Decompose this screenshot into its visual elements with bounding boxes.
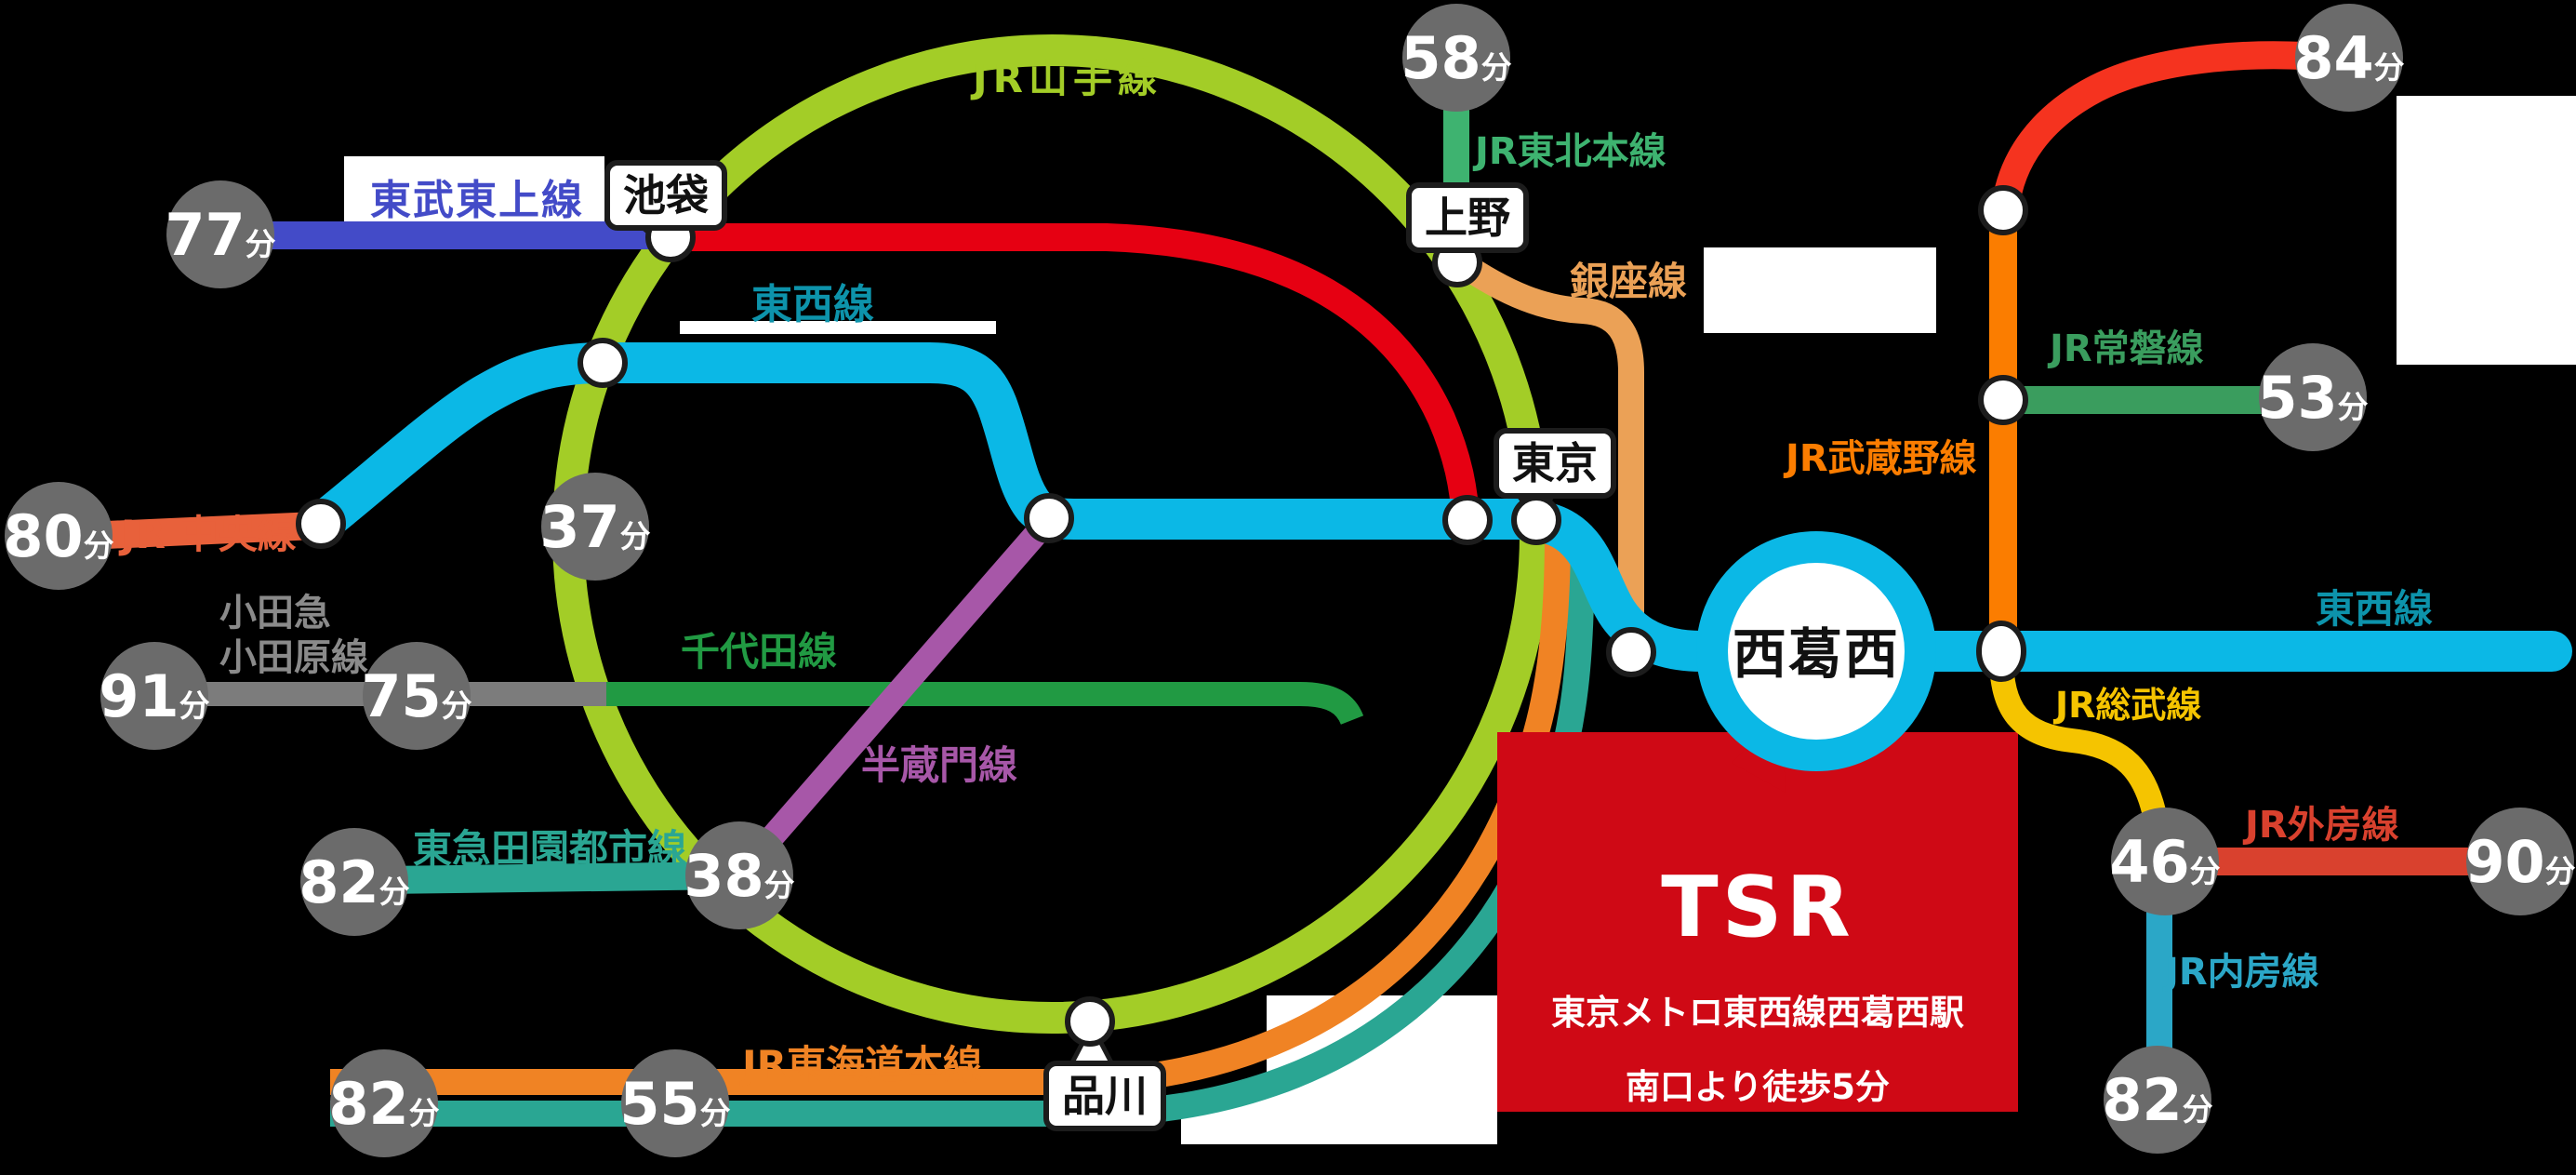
tsr-info-box: TSR 東京メトロ東西線西葛西駅 南口より徒歩5分 — [1497, 732, 2018, 1112]
line-label-jr-chuo: JR 中央線 — [121, 512, 297, 557]
badge-unit: 分 — [245, 226, 276, 262]
upper-right-red-line — [1991, 41, 2305, 212]
tsr-logo: TSR — [1661, 859, 1854, 956]
line-label-tozai-east: 東西線 — [2316, 586, 2434, 632]
line-label-chiyoda: 千代田線 — [681, 629, 838, 674]
tozai-line-main — [300, 342, 2572, 672]
line-label-jr-joban: JR常磐線 — [2050, 327, 2204, 370]
line-label-ginza: 銀座線 — [1570, 259, 1688, 304]
station-name-ikebukuro: 池袋 — [623, 170, 709, 220]
badge-minutes: 84 — [2293, 23, 2374, 92]
badge-minutes: 82 — [299, 848, 379, 916]
musashino-red-junction-dot — [1978, 185, 2028, 235]
line-label-jr-tokaido: JR東海道本線 — [742, 1042, 982, 1088]
badge-minutes: 80 — [3, 501, 84, 570]
line-label-odakyu-line2: 小田原線 — [219, 636, 368, 679]
line-label-hanzomon: 半蔵門線 — [861, 742, 1018, 788]
badge-unit: 分 — [699, 1095, 731, 1131]
station-bubble-ikebukuro: 池袋 — [604, 160, 727, 231]
station-name-shinagawa: 品川 — [1062, 1071, 1148, 1121]
badge-minutes: 77 — [165, 200, 246, 269]
chiyoda-line — [606, 682, 1364, 726]
hanzomon-line — [732, 511, 1058, 881]
badge-minutes: 82 — [2102, 1065, 2183, 1134]
badge-unit: 分 — [2544, 853, 2576, 889]
ginza-tozai-junction-dot — [1606, 627, 1656, 677]
joban-junction-dot — [1978, 375, 2028, 425]
line-label-jr-sobu: JR総武線 — [2055, 685, 2202, 726]
badge-minutes: 38 — [684, 841, 764, 910]
badge-minutes: 90 — [2464, 827, 2545, 896]
badge-unit: 分 — [2373, 49, 2405, 86]
line-label-tobu-tojo: 東武東上線 — [370, 177, 584, 224]
badge-unit: 分 — [2337, 389, 2369, 425]
badge-unit: 分 — [619, 518, 651, 554]
line-label-jr-tohoku: JR東北本線 — [1475, 130, 1666, 173]
station-bubble-ueno: 上野 — [1406, 182, 1529, 253]
badge-minutes: 82 — [328, 1069, 409, 1138]
line-label-jr-sotobo: JR外房線 — [2245, 804, 2399, 847]
tozai-junction-dot — [1442, 495, 1493, 545]
line-label-tozai-west: 東西線 — [751, 281, 874, 328]
badge-unit: 分 — [441, 688, 472, 724]
badge-unit: 分 — [1481, 49, 1512, 86]
station-name-nishikasai: 西葛西 — [1732, 622, 1901, 686]
jr-sobu-line — [1989, 656, 2175, 852]
nishikasai-station-ring — [1696, 531, 1936, 771]
jr-line-ikebukuro-tokyo — [671, 223, 1480, 520]
chuo-tozai-junction-dot — [296, 499, 346, 549]
badge-unit: 分 — [378, 874, 410, 910]
white-patch — [1704, 247, 1936, 333]
tsr-address-line1: 東京メトロ東西線西葛西駅 — [1551, 993, 1964, 1033]
line-label-odakyu-line1: 小田急 — [219, 592, 331, 634]
badge-unit: 分 — [179, 688, 210, 724]
line-label-jr-musashino: JR武蔵野線 — [1786, 437, 1977, 480]
nishikasai-east-junction-dot — [1976, 621, 2026, 682]
badge-minutes: 91 — [99, 661, 179, 730]
badge-minutes: 53 — [2257, 363, 2338, 432]
badge-unit: 分 — [408, 1095, 440, 1131]
badge-minutes: 55 — [619, 1069, 700, 1138]
badge-minutes: 58 — [1401, 23, 1481, 92]
station-bubble-tokyo: 東京 — [1494, 428, 1616, 499]
station-name-tokyo: 東京 — [1512, 438, 1598, 488]
badge-unit: 分 — [2182, 1091, 2213, 1128]
tozai-yamanote-junction-dot — [578, 338, 628, 388]
white-patch — [2397, 96, 2576, 365]
ginza-line — [1450, 249, 1644, 651]
tsr-address-line2: 南口より徒歩5分 — [1625, 1067, 1890, 1107]
tozai-hanzomon-junction-dot — [1024, 493, 1074, 543]
badge-minutes: 37 — [539, 492, 620, 561]
badge-unit: 分 — [83, 527, 114, 564]
line-label-tokyu-denentoshi: 東急田園都市線 — [413, 826, 687, 872]
badge-unit: 分 — [2189, 853, 2221, 889]
line-label-jr-uchibo: JR内房線 — [2165, 951, 2319, 994]
station-name-ueno: 上野 — [1425, 193, 1510, 243]
badge-unit: 分 — [764, 867, 795, 903]
badge-minutes: 46 — [2109, 827, 2190, 896]
white-patch-tozai-underline — [680, 321, 996, 334]
line-label-yamanote: JR山手線 — [973, 56, 1162, 101]
badge-minutes: 75 — [361, 661, 442, 730]
tokaido-line-orange — [330, 531, 1571, 1095]
shinagawa-station-dot — [1065, 996, 1115, 1047]
station-bubble-shinagawa: 品川 — [1043, 1061, 1166, 1131]
